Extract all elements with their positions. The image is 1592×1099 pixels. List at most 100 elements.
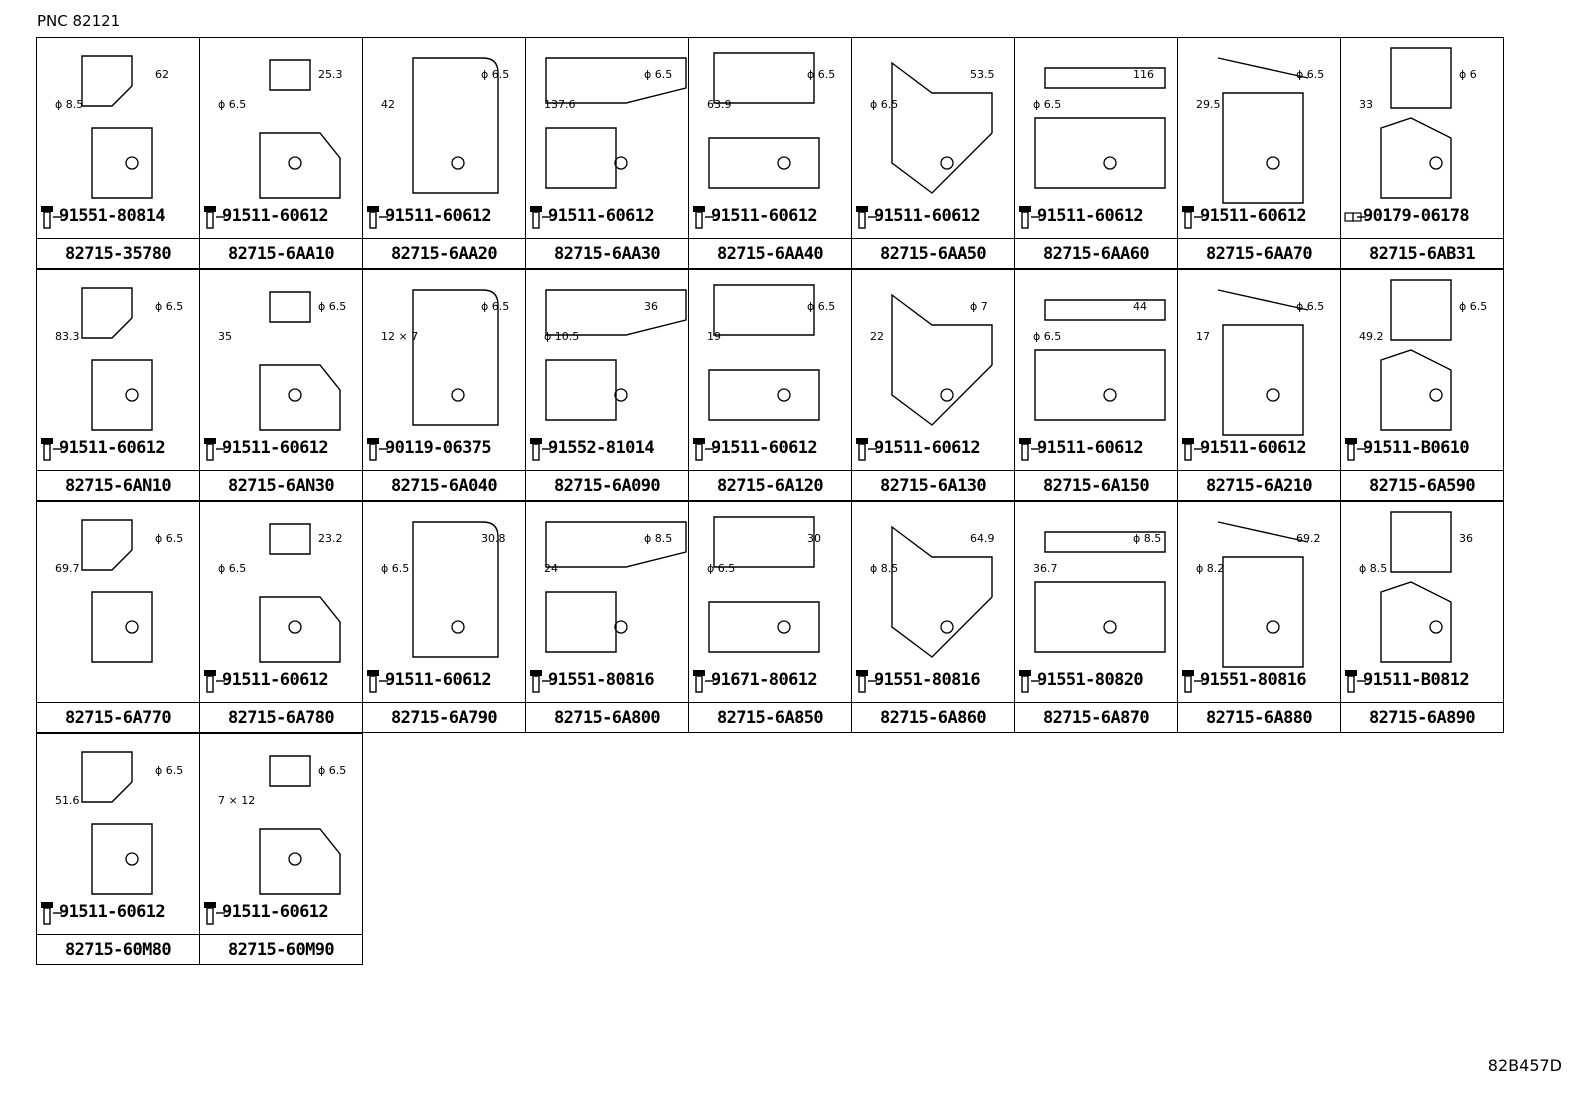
dimension-label: ϕ 6.5 — [807, 300, 835, 313]
bolt-hole-icon — [940, 156, 954, 170]
dimension-label: 30 — [807, 532, 821, 545]
bolt-part-number: 90119-06375 — [385, 438, 492, 458]
bolt-icon — [693, 438, 714, 461]
dimension-label: ϕ 10.5 — [544, 330, 579, 343]
dimension-label: 83.3 — [55, 330, 80, 343]
bolt-icon — [530, 670, 551, 693]
dimension-label: 36 — [644, 300, 658, 313]
bolt-hole-icon — [1429, 156, 1443, 170]
bracket-outline — [545, 57, 687, 189]
bracket-drawing: ϕ 6.525.3 — [218, 59, 343, 199]
bracket-outline — [1380, 511, 1452, 663]
bolt-part-number: 91551-80816 — [548, 670, 655, 690]
bracket-drawing: 51.6ϕ 6.5 — [55, 751, 183, 895]
bracket-drawing: 17ϕ 6.5 — [1196, 289, 1324, 436]
bracket-drawing: 42ϕ 6.5 — [381, 57, 509, 194]
bracket-outline — [891, 61, 993, 194]
bracket-drawing: 137.6ϕ 6.5 — [544, 57, 687, 189]
bracket-outline — [708, 516, 820, 653]
dimension-label: ϕ 6.5 — [218, 562, 246, 575]
bolt-icon — [530, 206, 551, 229]
dimension-label: ϕ 8.2 — [1196, 562, 1224, 575]
bracket-outline — [1380, 47, 1452, 199]
bracket-outline — [81, 751, 153, 895]
bolt-hole-icon — [1266, 620, 1280, 634]
bracket-drawing: ϕ 8.269.2 — [1196, 521, 1321, 668]
bolt-icon — [41, 902, 62, 925]
bolt-icon — [41, 438, 62, 461]
dimension-label: ϕ 7 — [970, 300, 988, 313]
dimension-label: ϕ 6.5 — [481, 68, 509, 81]
dimension-label: ϕ 6.5 — [807, 68, 835, 81]
bracket-outline — [1217, 521, 1309, 668]
dimension-label: ϕ 8.5 — [644, 532, 672, 545]
bolt-hole-icon — [288, 620, 302, 634]
bolt-part-number: 91511-B0812 — [1363, 670, 1470, 690]
bolt-hole-icon — [451, 388, 465, 402]
bracket-part-number: 82715-6A130 — [852, 470, 1014, 502]
dimension-label: 63.9 — [707, 98, 732, 111]
bracket-outline — [891, 293, 993, 426]
dimension-label: ϕ 6.5 — [644, 68, 672, 81]
bracket-part-number: 82715-6AN30 — [200, 470, 362, 502]
bolt-hole-icon — [940, 388, 954, 402]
bracket-part-number: 82715-6A590 — [1341, 470, 1503, 502]
bolt-hole-icon — [1103, 620, 1117, 634]
dimension-label: 12 × 7 — [381, 330, 418, 343]
bolt-part-number: 91511-60612 — [1200, 438, 1307, 458]
bolt-icon — [1019, 206, 1040, 229]
bracket-part-number: 82715-60M90 — [200, 934, 362, 966]
bracket-drawing: 7 × 12ϕ 6.5 — [218, 755, 346, 895]
bolt-hole-icon — [1266, 388, 1280, 402]
nut-icon — [1344, 212, 1366, 222]
dimension-label: ϕ 6.5 — [1033, 98, 1061, 111]
dimension-label: ϕ 8.5 — [1359, 562, 1387, 575]
bolt-hole-icon — [1103, 388, 1117, 402]
dimension-label: ϕ 6.5 — [1296, 300, 1324, 313]
bolt-icon — [1182, 206, 1203, 229]
bolt-icon — [1019, 438, 1040, 461]
bolt-part-number: 91511-60612 — [59, 438, 166, 458]
bolt-hole-icon — [125, 156, 139, 170]
bracket-drawing: ϕ 8.536 — [1359, 511, 1473, 663]
bracket-part-number: 82715-60M80 — [37, 934, 199, 966]
bracket-outline — [412, 289, 499, 426]
dimension-label: ϕ 6.5 — [381, 562, 409, 575]
bracket-outline — [708, 284, 820, 421]
bolt-icon — [693, 670, 714, 693]
bolt-part-number: 91511-60612 — [1037, 206, 1144, 226]
dimension-label: 30.8 — [481, 532, 506, 545]
bolt-part-number: 91511-60612 — [711, 206, 818, 226]
dimension-label: ϕ 6.5 — [318, 300, 346, 313]
bolt-icon — [856, 438, 877, 461]
bolt-part-number: 91511-60612 — [874, 438, 981, 458]
bracket-part-number: 82715-6AA30 — [526, 238, 688, 270]
bracket-outline — [259, 755, 341, 895]
bolt-hole-icon — [125, 852, 139, 866]
dimension-label: ϕ 8.5 — [870, 562, 898, 575]
bolt-icon — [530, 438, 551, 461]
bolt-part-number: 91511-60612 — [222, 438, 329, 458]
dimension-label: 53.5 — [970, 68, 995, 81]
dimension-label: 29.5 — [1196, 98, 1221, 111]
part-cell: 35 ϕ 6.5 91511-60612 82715-6AN30 — [199, 269, 363, 501]
dimension-label: 35 — [218, 330, 232, 343]
bolt-part-number: 90179-06178 — [1363, 206, 1470, 226]
bracket-part-number: 82715-6A790 — [363, 702, 525, 734]
dimension-label: ϕ 6 — [1459, 68, 1477, 81]
bracket-part-number: 82715-6A040 — [363, 470, 525, 502]
bracket-outline — [81, 55, 153, 199]
dimension-label: 23.2 — [318, 532, 343, 545]
bolt-part-number: 91551-80820 — [1037, 670, 1144, 690]
dimension-label: 64.9 — [970, 532, 995, 545]
bracket-outline — [412, 521, 499, 658]
bolt-hole-icon — [1103, 156, 1117, 170]
